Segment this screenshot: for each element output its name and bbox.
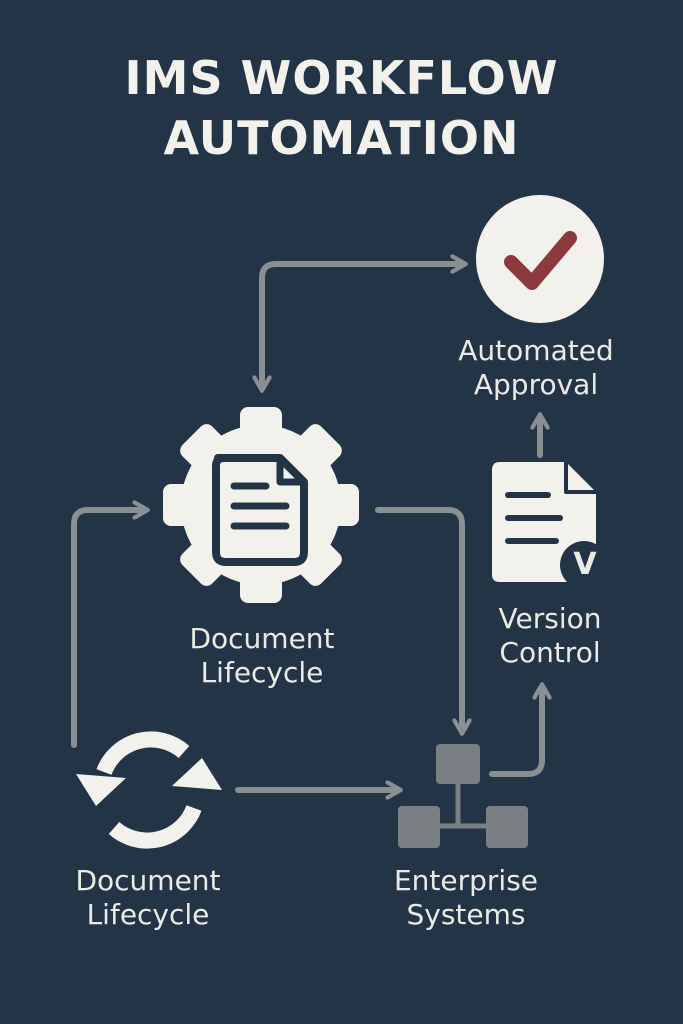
network-nodes-icon	[398, 744, 528, 848]
approval-line-1: Automated	[458, 334, 614, 367]
title-line-2: AUTOMATION	[163, 111, 520, 165]
label-enterprise-systems: Enterprise Systems	[356, 864, 576, 932]
label-document-lifecycle-gear: Document Lifecycle	[152, 622, 372, 690]
arrow-enterprise-to-version	[489, 690, 542, 777]
label-version-control: Version Control	[450, 602, 650, 670]
version-badge: V	[573, 547, 597, 582]
diagram-title: IMS WORKFLOW AUTOMATION	[0, 48, 683, 168]
enterprise-line-1: Enterprise	[393, 864, 539, 897]
label-document-lifecycle-cycle: Document Lifecycle	[38, 864, 258, 932]
arrow-gear-to-enterprise	[375, 507, 462, 728]
cycle-arrows-icon	[76, 731, 222, 849]
enterprise-line-2: Systems	[406, 898, 526, 931]
title-line-1: IMS WORKFLOW	[124, 51, 559, 105]
gear-document-icon	[163, 407, 359, 603]
version-line-2: Control	[499, 636, 601, 669]
check-circle-icon	[476, 195, 604, 323]
gear-lifecycle-line-2: Lifecycle	[200, 656, 324, 689]
arrow-cycle-to-gear	[71, 510, 142, 748]
versioned-document-icon	[492, 462, 608, 589]
label-automated-approval: Automated Approval	[426, 334, 646, 402]
gear-lifecycle-line-1: Document	[189, 622, 335, 655]
cycle-lifecycle-line-2: Lifecycle	[86, 898, 210, 931]
version-line-1: Version	[498, 602, 602, 635]
arrow-gear-to-approval	[259, 264, 460, 388]
cycle-lifecycle-line-1: Document	[75, 864, 221, 897]
approval-line-2: Approval	[473, 368, 599, 401]
